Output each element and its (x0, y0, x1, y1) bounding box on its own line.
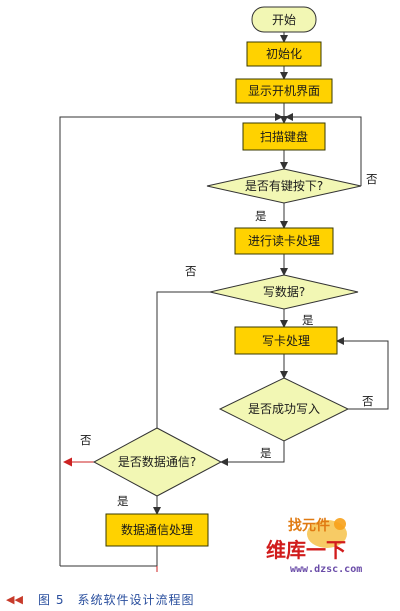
label-write-ok-yes: 是 (260, 446, 272, 460)
node-scan-keyboard: 扫描键盘 (242, 122, 326, 151)
node-data-comm: 是否数据通信? (92, 427, 223, 497)
node-start: 开始 (251, 6, 317, 33)
node-start-label: 开始 (272, 13, 296, 27)
figure-caption: 图 5 系统软件设计流程图 (38, 593, 195, 607)
watermark-brand-main: 维库一下 (266, 538, 346, 562)
label-comm-yes: 是 (117, 494, 129, 508)
edge-key-no-loop (285, 113, 362, 186)
connectors (59, 32, 389, 567)
node-write-data: 写数据? (209, 274, 359, 310)
node-scan-keyboard-label: 扫描键盘 (260, 129, 308, 144)
edge-write-ok-yes (220, 441, 285, 466)
node-init: 初始化 (246, 41, 322, 67)
node-write-card: 写卡处理 (234, 326, 338, 355)
node-read-card-label: 进行读卡处理 (248, 234, 320, 248)
node-data-comm-process: 数据通信处理 (105, 513, 209, 547)
node-write-ok: 是否成功写入 (218, 377, 350, 442)
node-write-ok-label: 是否成功写入 (248, 402, 320, 416)
label-comm-no: 否 (80, 433, 92, 447)
node-show-ui-label: 显示开机界面 (248, 84, 320, 98)
label-key-no: 否 (366, 172, 378, 186)
edge-left-loop (59, 113, 283, 566)
watermark-brand-top: 找元件 (288, 517, 330, 534)
node-key-pressed-label: 是否有键按下? (245, 179, 323, 193)
label-write-no: 否 (185, 264, 197, 278)
caption-arrows-icon: ◀◀ (6, 593, 23, 606)
node-write-card-label: 写卡处理 (262, 334, 310, 348)
node-key-pressed: 是否有键按下? (206, 168, 362, 204)
node-init-label: 初始化 (266, 47, 302, 61)
label-write-ok-no: 否 (362, 394, 374, 408)
node-write-data-label: 写数据? (263, 284, 305, 299)
node-data-comm-label: 是否数据通信? (118, 454, 196, 469)
label-write-yes: 是 (302, 313, 314, 327)
node-data-comm-process-label: 数据通信处理 (121, 522, 193, 537)
node-show-ui: 显示开机界面 (235, 78, 333, 104)
edge-write-no (153, 291, 210, 439)
watermark-url: www.dzsc.com (290, 564, 362, 575)
watermark-logo: 找元件 维库一下 www.dzsc.com (266, 517, 362, 575)
label-key-yes: 是 (255, 209, 267, 223)
node-read-card: 进行读卡处理 (234, 227, 334, 255)
edge-write-ok-no (336, 337, 389, 410)
